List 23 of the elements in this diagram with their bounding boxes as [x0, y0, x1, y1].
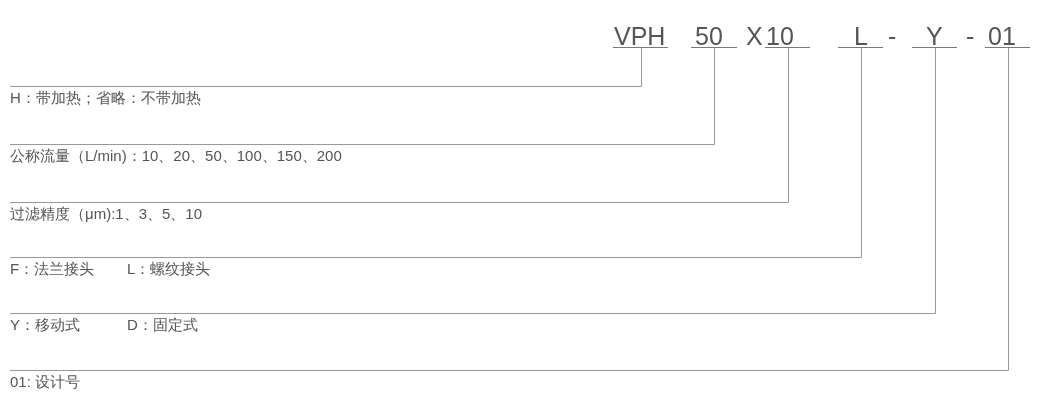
description-text: 01: 设计号 [10, 370, 81, 392]
code-separator: - [888, 25, 897, 47]
code-segment: Y [912, 25, 957, 48]
code-segment: VPH [613, 25, 668, 48]
description-text: D：固定式 [127, 315, 198, 335]
code-segment: L [838, 25, 883, 48]
leader-line [9, 47, 1009, 371]
description-text: 公称流量（L/min)：10、20、50、100、150、200 [10, 144, 342, 166]
description-text: F：法兰接头 [10, 259, 95, 279]
description-text: 过滤精度（μm):1、3、5、10 [10, 202, 202, 224]
description-text: H：带加热；省略：不带加热 [10, 86, 201, 108]
leader-line [9, 47, 862, 258]
code-separator: - [966, 25, 975, 47]
code-segment: 50 [691, 25, 737, 48]
leader-line [9, 47, 642, 87]
code-segment: 01 [985, 25, 1030, 48]
code-separator: X [746, 25, 763, 47]
code-segment: 10 [765, 25, 810, 48]
leader-line [9, 47, 789, 203]
leader-line [9, 47, 715, 145]
leader-line [9, 47, 936, 314]
description-text: L：螺纹接头 [127, 259, 211, 279]
description-text: Y：移动式 [10, 315, 80, 335]
